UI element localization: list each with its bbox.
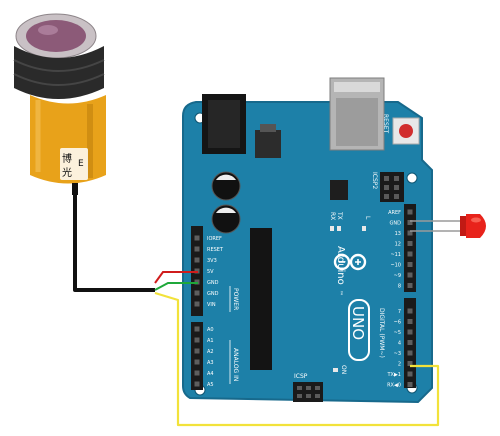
pin-top_pins-5	[407, 262, 413, 267]
red-led	[410, 214, 486, 238]
pin-label-top_pins-3: 12	[395, 242, 401, 248]
pin-bottom_pins-5	[407, 361, 413, 366]
l-label: L	[364, 216, 371, 220]
pin-label-power_pins-3: 5V	[207, 269, 214, 275]
pin-power_pins-1	[194, 246, 200, 252]
pin-label-top_pins-1: GND	[390, 221, 402, 227]
analog-header	[191, 322, 203, 390]
pin-label-top_pins-0: AREF	[388, 210, 401, 216]
pin-bottom_pins-3	[407, 340, 413, 345]
pin-label-analog_pins-3: A3	[207, 360, 214, 366]
pin-label-analog_pins-2: A2	[207, 349, 214, 355]
pin-top_pins-6	[407, 272, 413, 278]
brand-text: Arduino	[335, 246, 346, 285]
pin-top_pins-2	[407, 230, 413, 236]
pin-label-power_pins-6: VIN	[207, 302, 216, 308]
digital-section-label: DIGITAL (PWM~)	[378, 308, 385, 358]
pin-label-power_pins-2: 3V3	[207, 258, 217, 264]
pin-top_pins-3	[407, 241, 413, 246]
icsp2-header	[380, 172, 404, 202]
pin-top_pins-7	[407, 283, 413, 288]
pin-analog_pins-1	[194, 337, 200, 343]
digital-header-top	[404, 204, 416, 292]
pin-analog_pins-4	[194, 370, 200, 376]
pin-label-analog_pins-0: A0	[207, 327, 214, 333]
rx-label: RX	[329, 212, 336, 220]
pin-label-bottom_pins-4: ~3	[394, 351, 401, 357]
pin-label-power_pins-4: GND	[207, 280, 219, 286]
pin-label-top_pins-5: ~10	[390, 263, 401, 269]
arduino-uno-board: RESET ICSP2 TX RX L Arduino	[182, 77, 433, 404]
pin-label-bottom_pins-3: 4	[398, 341, 401, 347]
pin-analog_pins-3	[194, 359, 200, 365]
pin-top_pins-0	[407, 209, 413, 215]
atmega-chip	[250, 228, 272, 370]
arduino-logo	[333, 253, 367, 271]
photoelectric-sensor: 博 光 E	[13, 13, 106, 195]
yellow-wire	[154, 291, 440, 427]
analog-section-label: ANALOG IN	[232, 348, 239, 381]
pin-label-bottom_pins-6: TX▶1	[386, 372, 401, 378]
black-wire	[73, 192, 155, 292]
icsp-header	[293, 382, 323, 402]
sensor-label-char-1: 博	[62, 152, 72, 165]
pin-label-top_pins-7: 8	[398, 284, 401, 290]
pin-top_pins-4	[407, 251, 413, 257]
pin-analog_pins-2	[194, 348, 200, 354]
sensor-label-side: E	[78, 159, 84, 169]
red-wire	[154, 271, 198, 284]
pin-analog_pins-5	[194, 381, 200, 387]
icsp-label: ICSP	[294, 373, 308, 380]
green-wire	[154, 282, 198, 291]
pin-label-power_pins-0: IOREF	[207, 236, 222, 242]
pin-bottom_pins-2	[407, 329, 413, 335]
pin-label-analog_pins-5: A5	[207, 382, 214, 388]
pin-top_pins-1	[407, 220, 413, 225]
pin-label-top_pins-6: ~9	[394, 273, 401, 279]
pin-label-analog_pins-4: A4	[207, 371, 214, 377]
power-section-label: POWER	[232, 288, 239, 310]
pin-label-top_pins-2: 13	[395, 231, 401, 237]
pin-power_pins-6	[194, 301, 200, 307]
reset-label: RESET	[382, 114, 389, 134]
pin-label-power_pins-5: GND	[207, 291, 219, 297]
pin-power_pins-0	[194, 235, 200, 241]
pin-power_pins-2	[194, 257, 200, 263]
pin-bottom_pins-4	[407, 350, 413, 356]
pin-label-top_pins-4: ~11	[390, 252, 401, 258]
pin-bottom_pins-7	[407, 382, 413, 387]
voltage-regulator	[255, 130, 281, 158]
pin-label-bottom_pins-2: ~5	[394, 330, 401, 336]
pin-bottom_pins-0	[407, 308, 413, 314]
pin-power_pins-5	[194, 290, 200, 296]
pin-label-analog_pins-1: A1	[207, 338, 214, 344]
model-text: UNO	[349, 306, 367, 340]
reg-mark: ™	[336, 290, 343, 296]
pin-label-power_pins-1: RESET	[207, 247, 224, 253]
pin-label-bottom_pins-1: ~6	[394, 320, 401, 326]
pin-bottom_pins-6	[407, 371, 413, 377]
sensor-label-char-2: 光	[62, 166, 72, 179]
icsp2-label: ICSP2	[371, 172, 378, 189]
pin-bottom_pins-1	[407, 319, 413, 324]
pin-analog_pins-0	[194, 326, 200, 332]
tx-label: TX	[336, 211, 343, 220]
on-label: ON	[340, 365, 347, 374]
usb-chip	[330, 180, 348, 200]
sensor-lens	[26, 20, 86, 52]
pin-label-bottom_pins-7: RX◀0	[387, 383, 401, 389]
pin-label-bottom_pins-5: 2	[398, 362, 401, 368]
pin-label-bottom_pins-0: 7	[398, 309, 401, 315]
